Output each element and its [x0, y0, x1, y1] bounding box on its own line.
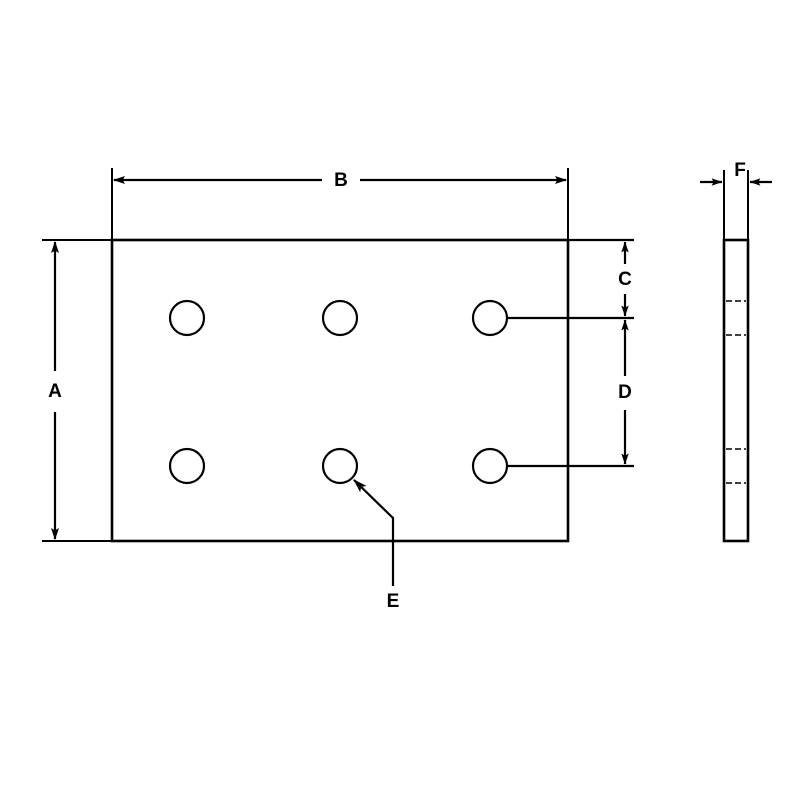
dim-a-label: A — [48, 381, 62, 402]
hole-bottom-center — [321, 447, 359, 485]
dimension-c: C — [618, 241, 632, 317]
hole-top-left — [168, 299, 206, 337]
dimension-f: F — [700, 160, 772, 246]
hole-row-top — [168, 299, 509, 337]
side-view — [722, 238, 750, 543]
dim-f-label: F — [734, 160, 746, 181]
dimension-d: D — [618, 319, 632, 465]
hole-row-bottom — [168, 447, 509, 485]
dim-d-label: D — [618, 382, 632, 403]
hole-center-extension-lines — [507, 238, 634, 468]
dim-b-label: B — [334, 170, 348, 191]
hole-top-right — [471, 299, 509, 337]
dimension-a: A — [42, 239, 118, 542]
dim-c-label: C — [618, 269, 632, 290]
front-view — [110, 238, 570, 543]
hole-bottom-left — [168, 447, 206, 485]
side-plate-outline — [722, 238, 750, 543]
hole-bottom-right — [471, 447, 509, 485]
plate-outline — [110, 238, 570, 543]
dimension-b: B — [111, 168, 569, 246]
dimension-e-leader: E — [353, 479, 400, 612]
hole-top-center — [321, 299, 359, 337]
dim-e-label: E — [387, 591, 400, 612]
dim-e-leader-diagonal — [353, 479, 394, 519]
